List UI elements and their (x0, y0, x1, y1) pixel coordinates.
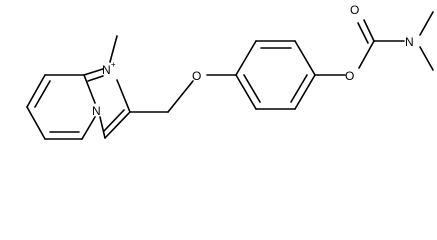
bond-o-ester-carbonyl-c (358, 40, 375, 69)
bond-ch2-o (167, 80, 194, 113)
atom-o-ester: O (345, 69, 354, 83)
bond-c2-c3 (104, 111, 131, 139)
structure-canvas: N + N O O O N (26, 3, 434, 140)
bond-ar4-ar5 (294, 74, 316, 110)
bond-c7-c7-double (34, 80, 51, 108)
bond-carbonyl-c-o-double (357, 22, 369, 44)
bond-c2-c3-double (103, 109, 125, 132)
bond-c3-n4 (99, 116, 106, 139)
bond-c7-c6 (26, 106, 46, 140)
atom-o-ether: O (192, 69, 201, 83)
atom-n-amide: N (405, 35, 414, 49)
pyridine-ring (26, 68, 104, 140)
imidazole-ring (99, 79, 131, 139)
bond-n-methyl-down (419, 46, 434, 71)
bond-c8-c7 (26, 74, 46, 108)
bond-n4-c8a (83, 74, 96, 104)
atom-n-ring: N (92, 104, 101, 118)
bond-c8a-n1-double-inner (87, 75, 104, 82)
bond-ar3-ar4 (294, 40, 316, 76)
bond-carbonyl-c-o (363, 19, 375, 42)
atom-o-carbonyl: O (350, 3, 359, 17)
bond-c5-n4 (81, 116, 96, 140)
molecule-structure: N + N O O O N (26, 3, 434, 140)
charge-plus: + (111, 60, 116, 69)
bond-ar6-ar1-double (243, 74, 261, 103)
bond-ar6-ar1 (235, 74, 257, 110)
bond-n1-methyl (109, 35, 118, 63)
bond-ar4-ar5-double (290, 74, 308, 103)
bond-ar1-ar2 (235, 40, 257, 76)
atom-n-cation: N (102, 63, 111, 77)
benzene-ring (235, 40, 316, 110)
bond-c8a-n1-double (83, 68, 104, 76)
bond-n-methyl-up (419, 11, 434, 36)
bond-n1-c2 (116, 79, 131, 113)
